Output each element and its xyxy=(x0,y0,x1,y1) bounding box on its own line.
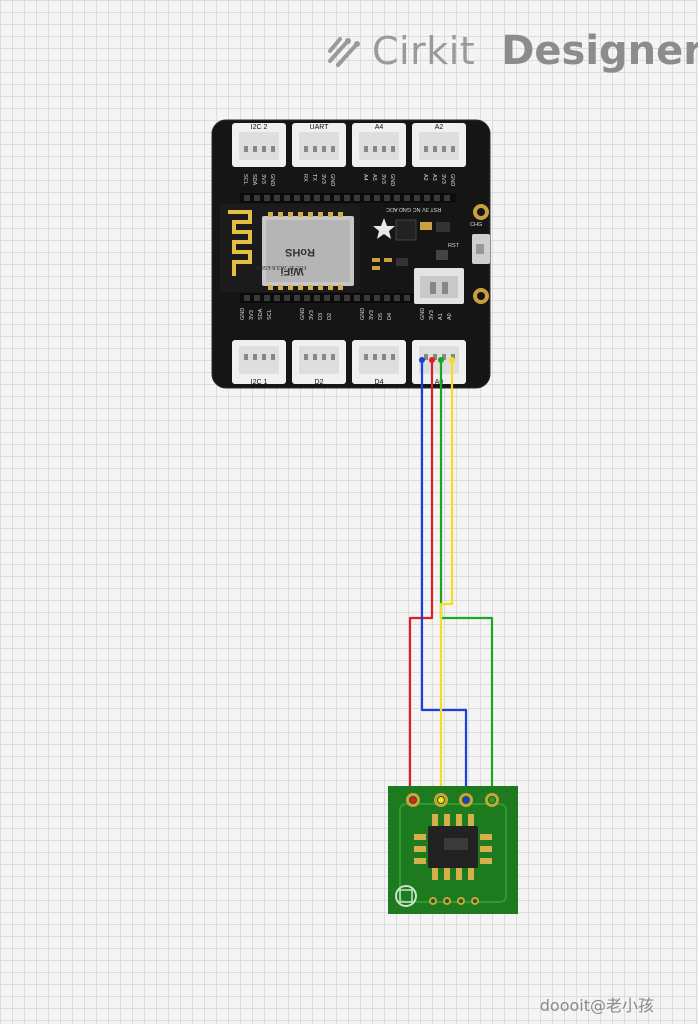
sensor-logo-icon xyxy=(395,885,417,907)
pin-label: A2 xyxy=(422,174,428,181)
reset-button[interactable] xyxy=(436,250,448,260)
pin-label: 3V3 xyxy=(369,310,375,320)
pin-label: RX xyxy=(302,174,308,182)
wire-blue[interactable] xyxy=(420,360,468,800)
port-label-top-1: I2C 2 xyxy=(251,124,268,131)
top-pin-labels: SCL SDA 3V3 GND RX TX 3V3 GND A4 A5 3V3 … xyxy=(242,174,455,186)
esp-module: FCC ID: 2AJLB-ESP-F RoHS WiFi xyxy=(220,204,360,292)
port-label-bottom-3: D4 xyxy=(375,379,384,386)
pin-label: A1 xyxy=(438,313,444,320)
pin-label: SCL xyxy=(267,309,273,320)
grove-connector-a4[interactable]: A4 xyxy=(352,123,406,167)
wire-green[interactable] xyxy=(439,360,494,800)
pin-label: SDA xyxy=(251,174,257,186)
pin-label: D3 xyxy=(318,313,324,320)
wire-endpoint[interactable] xyxy=(438,797,444,803)
pin-label: SDA xyxy=(258,308,264,320)
port-label-top-4: A2 xyxy=(435,124,444,131)
rst-label: RST xyxy=(448,243,460,249)
pin-label: 3V3 xyxy=(320,174,326,184)
pin-label: D2 xyxy=(327,313,333,320)
wifi-logo-text: WiFi xyxy=(280,265,303,277)
pin-label: TX xyxy=(311,174,317,181)
pin-label: SCL xyxy=(242,174,248,185)
cirkit-logo-icon xyxy=(328,37,360,67)
pin-label: GND xyxy=(300,308,306,320)
port-label-bottom-2: D2 xyxy=(315,379,324,386)
pin-label: 3V3 xyxy=(380,174,386,184)
bottom-vias xyxy=(429,897,479,905)
pin-label: D4 xyxy=(387,313,393,320)
pin-label: GND xyxy=(360,308,366,320)
pin-label: A3 xyxy=(431,174,437,181)
pin-label: A4 xyxy=(362,174,368,181)
grove-connector-d4[interactable]: D4 xyxy=(352,340,406,386)
grove-connector-a2[interactable]: A2 xyxy=(412,123,466,167)
grove-connector-a0[interactable]: A0 xyxy=(412,340,466,386)
grove-connector-i2c1[interactable]: I2C 1 xyxy=(232,340,286,386)
port-label-bottom-1: I2C 1 xyxy=(251,379,268,386)
port-label-bottom-4: A0 xyxy=(435,379,444,386)
wires xyxy=(408,360,494,800)
esp8266-grove-board[interactable]: I2C 2 UART A4 A2 xyxy=(211,119,491,389)
chip-pads xyxy=(414,814,492,880)
watermark: doooit@老小孩 xyxy=(539,996,654,1015)
board-components: RST CHG xyxy=(372,204,490,304)
star-logo-icon xyxy=(373,218,395,239)
port-label-top-3: A4 xyxy=(375,124,384,131)
pin-label: GND xyxy=(329,174,335,186)
pin-label: GND xyxy=(389,174,395,186)
pin-label: A0 xyxy=(447,313,453,320)
pin-label: 3V3 xyxy=(249,310,255,320)
sensor-module[interactable] xyxy=(388,786,518,914)
pin-label: 3V3 xyxy=(309,310,315,320)
pin-label: GND xyxy=(269,174,275,186)
fcc-text: FCC ID: 2AJLB-ESP-F xyxy=(256,264,307,270)
wire-endpoint[interactable] xyxy=(449,357,455,363)
wire-endpoint[interactable] xyxy=(429,357,435,363)
pin-label: GND xyxy=(420,308,426,320)
chg-label: CHG xyxy=(470,222,482,228)
pin-label: A5 xyxy=(371,174,377,181)
wire-endpoint[interactable] xyxy=(463,797,469,803)
antenna-trace-icon xyxy=(228,210,252,276)
wire-endpoint[interactable] xyxy=(489,797,495,803)
port-label-top-2: UART xyxy=(310,124,330,131)
grove-connector-i2c2[interactable]: I2C 2 xyxy=(232,123,286,167)
cirkit-designer-logo: Cirkit Designer xyxy=(326,28,698,74)
grove-connector-uart[interactable]: UART xyxy=(292,123,346,167)
wire-endpoint[interactable] xyxy=(410,797,416,803)
pin-label: GND xyxy=(449,174,455,186)
grove-connector-d2[interactable]: D2 xyxy=(292,340,346,386)
header-label: RST 3V NC GND ADC xyxy=(386,206,441,212)
header-pin-rows xyxy=(240,193,456,303)
rohs-text: RoHS xyxy=(285,246,315,258)
app-product: Designer xyxy=(501,28,698,74)
board-wire-endpoints xyxy=(419,357,455,363)
app-name: Cirkit xyxy=(372,29,476,73)
pin-label: 3V3 xyxy=(440,174,446,184)
pin-label: GND xyxy=(240,308,246,320)
bottom-pin-labels: GND 3V3 SDA SCL GND 3V3 D3 D2 GND 3V3 D5… xyxy=(240,308,453,320)
pin-label: 3V3 xyxy=(429,310,435,320)
pin-label: D5 xyxy=(378,313,384,320)
wire-endpoint[interactable] xyxy=(438,357,444,363)
top-grove-connectors: I2C 2 UART A4 A2 xyxy=(232,123,466,167)
wire-endpoint[interactable] xyxy=(419,357,425,363)
wire-yellow[interactable] xyxy=(439,360,454,800)
pin-label: 3V3 xyxy=(260,174,266,184)
